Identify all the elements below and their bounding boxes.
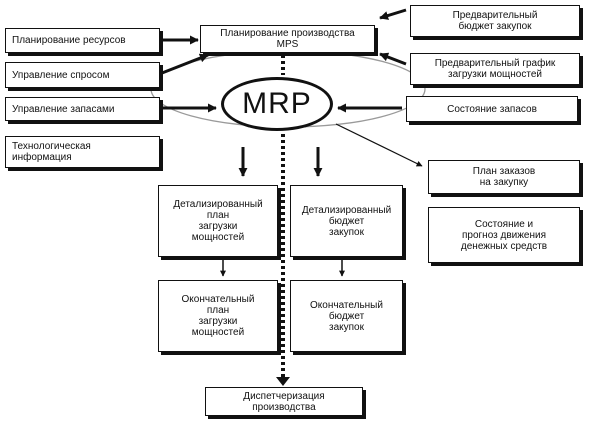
inventory-management-box: Управление запасами <box>5 97 160 121</box>
purchase-plan-box: План заказов на закупку <box>428 160 580 194</box>
mrp-ellipse: MRP <box>221 77 333 131</box>
detailed-budget-box: Детализированный бюджет закупок <box>290 185 403 257</box>
inventory-status-box: Состояние запасов <box>406 96 578 122</box>
dispatching-box: Диспетчеризация производства <box>205 387 363 416</box>
preliminary-budget-box: Предварительный бюджет закупок <box>410 5 580 37</box>
arrow-mrp-to-purchase-plan <box>335 123 423 167</box>
resource-planning-box: Планирование ресурсов <box>5 28 160 53</box>
arrow-preliminary-budget-to-mps <box>379 8 407 20</box>
detailed-capacity-plan-box: Детализированный план загрузки мощностей <box>158 185 278 257</box>
dotted-arrowhead-dispatching <box>276 377 290 386</box>
arrow-preliminary-capacity-to-mps <box>379 52 407 66</box>
arrow-demand-to-mps <box>161 53 209 75</box>
final-budget-box: Окончательный бюджет закупок <box>290 280 403 352</box>
preliminary-capacity-box: Предварительный график загрузки мощносте… <box>410 53 580 85</box>
cash-flow-box: Состояние и прогноз движения денежных ср… <box>428 207 580 263</box>
demand-management-box: Управление спросом <box>5 62 160 88</box>
final-capacity-plan-box: Окончательный план загрузки мощностей <box>158 280 278 352</box>
mps-box: Планирование производства MPS <box>200 25 375 53</box>
technological-info-box: Технологическая информация <box>5 136 160 168</box>
